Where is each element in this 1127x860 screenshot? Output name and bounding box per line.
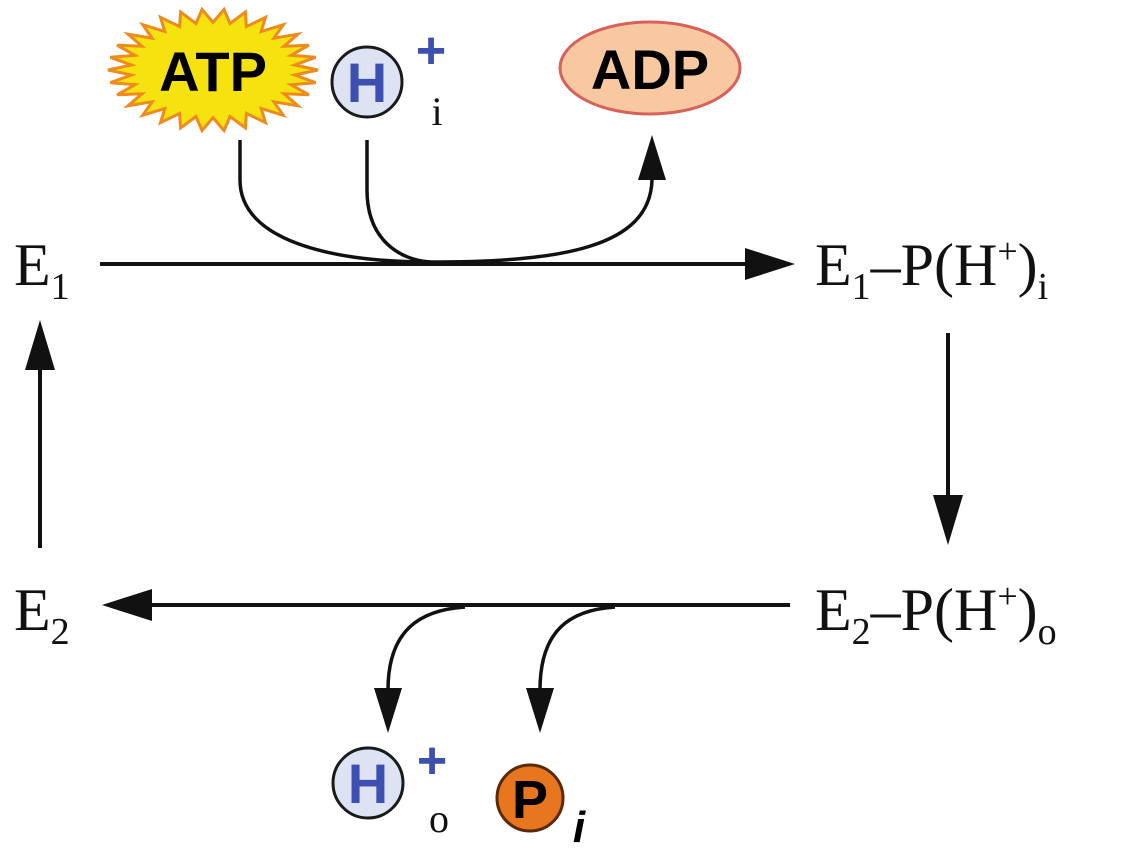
state-e2: E2 — [14, 577, 70, 653]
phosphate-subscript: i — [573, 803, 586, 852]
proton-out-letter: H — [348, 752, 388, 815]
proton-out-release-curve — [374, 605, 466, 733]
main-arrow-e2p-to-e2 — [102, 589, 790, 621]
phosphate-release-curve — [526, 605, 616, 733]
proton-out-badge: H + o — [331, 732, 449, 841]
proton-in-input-curve — [365, 140, 431, 264]
main-arrow-e2-to-e1 — [25, 320, 55, 548]
adp-label: ADP — [591, 38, 709, 101]
proton-in-location: i — [431, 89, 442, 134]
proton-in-badge: H + i — [330, 22, 446, 134]
state-e2-phosphorylated-proton-out: E2–P(H+)o — [815, 576, 1057, 653]
adp-output-curve — [429, 135, 666, 264]
proton-out-charge: + — [417, 732, 447, 790]
adp-badge: ADP — [558, 20, 742, 116]
phosphate-letter: P — [512, 770, 548, 830]
atp-badge: ATP — [107, 6, 319, 134]
state-e1-phosphorylated-proton-in: E1–P(H+)i — [815, 231, 1048, 308]
main-arrow-e1-to-e1p — [100, 248, 795, 280]
atp-starburst-shape — [107, 6, 319, 134]
main-arrow-e1p-to-e2p — [933, 333, 963, 545]
proton-out-location: o — [429, 796, 449, 841]
atp-label: ATP — [159, 40, 267, 103]
proton-in-charge: + — [416, 22, 446, 80]
phosphate-badge: P i — [495, 763, 586, 852]
state-e1: E1 — [14, 232, 70, 308]
proton-in-letter: H — [347, 51, 387, 114]
atp-input-curve — [238, 140, 431, 264]
